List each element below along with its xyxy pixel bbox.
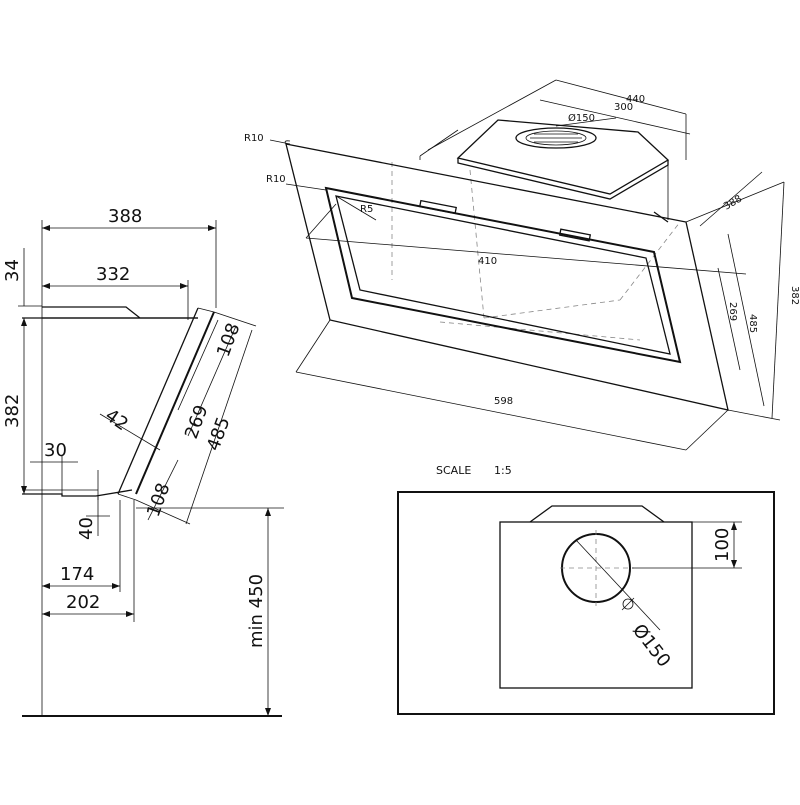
dim-line-269 bbox=[717, 267, 741, 371]
glass-outer bbox=[285, 143, 729, 411]
frame-detail-3 bbox=[653, 211, 669, 223]
arrow bbox=[42, 283, 50, 289]
dim-300: 300 bbox=[614, 102, 633, 113]
dim-line-108-top bbox=[177, 319, 219, 411]
dim-598: 598 bbox=[494, 396, 513, 407]
glass-bottom-edge bbox=[117, 493, 137, 501]
arrow bbox=[731, 522, 737, 530]
hidden-lines bbox=[391, 162, 681, 341]
dim-382: 382 bbox=[2, 394, 23, 428]
leader-r10-b bbox=[285, 183, 327, 191]
leader-dia150 bbox=[575, 539, 661, 631]
glass-top-edge bbox=[197, 307, 215, 313]
arrow bbox=[208, 225, 216, 231]
detail-frame bbox=[397, 491, 775, 715]
dim-174: 174 bbox=[60, 564, 94, 585]
leader-r10-a bbox=[269, 139, 291, 145]
dim-40: 40 bbox=[76, 517, 97, 540]
dim-line-108-bottom bbox=[147, 459, 179, 521]
dim-388: 388 bbox=[108, 206, 142, 227]
dim-line-150 bbox=[555, 117, 617, 127]
dim-r10-b: R10 bbox=[266, 174, 286, 185]
ext-440-left bbox=[427, 79, 557, 151]
dim-34: 34 bbox=[2, 259, 23, 282]
outlet-inner bbox=[525, 130, 587, 146]
dim-382: 382 bbox=[789, 286, 800, 305]
perspective-view: 440 300 Ø150 R10 R10 R5 410 388 382 269 … bbox=[244, 79, 800, 451]
side-view: 108 269 485 108 42 388 332 34 382 30 40 bbox=[2, 206, 284, 717]
hood-top bbox=[42, 306, 198, 319]
arrow bbox=[42, 225, 50, 231]
ext-485-bottom bbox=[135, 499, 191, 525]
hood-bottom bbox=[22, 489, 133, 497]
dim-108-bottom: 108 bbox=[143, 480, 174, 519]
dia-symbol bbox=[622, 598, 634, 610]
dia-symbol-slash bbox=[621, 597, 635, 611]
arrow bbox=[126, 611, 134, 617]
arrow bbox=[21, 318, 27, 326]
scale-label: SCALE bbox=[436, 464, 471, 477]
dim-line-410 bbox=[305, 237, 747, 275]
ext-598-right bbox=[685, 409, 729, 451]
dim-line-269 bbox=[187, 325, 237, 437]
ext-485-top bbox=[213, 311, 257, 327]
chimney-top bbox=[456, 119, 670, 195]
dim-269: 269 bbox=[727, 302, 738, 321]
dim-line-485 bbox=[185, 329, 253, 525]
scale-value: 1:5 bbox=[494, 464, 512, 477]
ext-598-left bbox=[295, 319, 331, 373]
arrow bbox=[731, 560, 737, 568]
dim-332: 332 bbox=[96, 264, 130, 285]
dim-440: 440 bbox=[626, 94, 645, 105]
dim-410: 410 bbox=[478, 256, 497, 267]
ext-382-bottom bbox=[727, 409, 781, 421]
arrow bbox=[112, 583, 120, 589]
arrow bbox=[42, 583, 50, 589]
frame-detail-1 bbox=[418, 199, 458, 215]
outlet-grille bbox=[530, 133, 582, 143]
dim-r10-a: R10 bbox=[244, 133, 264, 144]
arrow bbox=[42, 611, 50, 617]
ext-410-left bbox=[305, 203, 337, 239]
arrow bbox=[180, 283, 188, 289]
dim-388: 388 bbox=[722, 194, 744, 213]
dim-108-top: 108 bbox=[213, 320, 244, 359]
detail-view: SCALE 1:5 Ø150 100 bbox=[397, 464, 775, 715]
outlet-ring bbox=[515, 127, 597, 149]
dim-line-485 bbox=[727, 233, 765, 407]
ext-388 bbox=[685, 181, 785, 223]
dim-485: 485 bbox=[747, 314, 758, 333]
dim-line-388 bbox=[699, 171, 763, 227]
dim-100: 100 bbox=[712, 528, 733, 562]
window-frame-outer bbox=[324, 186, 682, 364]
arrow bbox=[265, 508, 271, 516]
arrow bbox=[21, 486, 27, 494]
dim-r5: R5 bbox=[360, 204, 373, 215]
dim-line-42 bbox=[99, 413, 161, 451]
dim-30: 30 bbox=[44, 440, 67, 461]
chimney-back bbox=[419, 129, 669, 220]
arrow bbox=[265, 708, 271, 716]
dim-dia150: Ø150 bbox=[628, 620, 674, 671]
detail-cap bbox=[529, 505, 665, 523]
dim-min450: min 450 bbox=[246, 574, 267, 648]
glass-panel bbox=[135, 311, 215, 495]
frame-detail-2 bbox=[558, 228, 592, 242]
dim-202: 202 bbox=[66, 592, 100, 613]
dim-line-440 bbox=[555, 79, 687, 115]
window-frame-inner bbox=[335, 195, 671, 355]
glass-outer bbox=[117, 307, 199, 495]
dim-line-300 bbox=[539, 99, 691, 135]
dim-dia150: Ø150 bbox=[568, 112, 595, 124]
dim-line-598 bbox=[295, 371, 687, 451]
dim-line-382 bbox=[771, 181, 785, 419]
leader-r5 bbox=[335, 195, 377, 221]
